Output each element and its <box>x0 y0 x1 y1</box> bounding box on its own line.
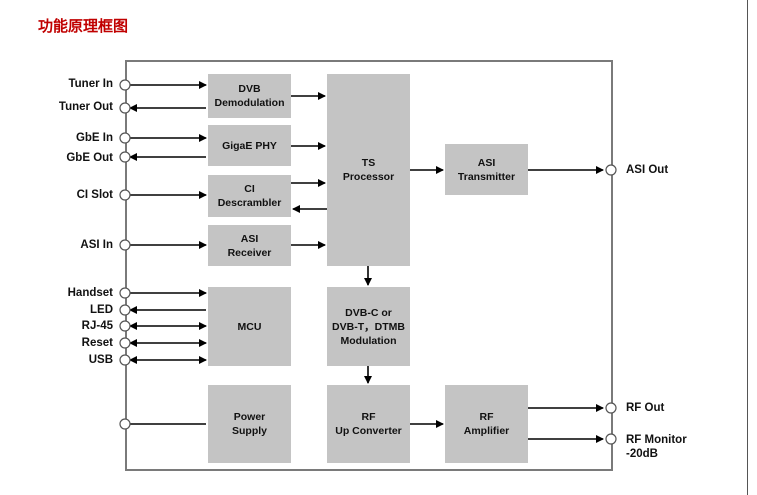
port-label-asi-in: ASI In <box>80 239 113 251</box>
ci-descrambler-block: CI Descrambler <box>208 175 291 217</box>
port-label-gbe-out: GbE Out <box>66 152 113 164</box>
port-label-tuner-in: Tuner In <box>68 78 113 90</box>
asi-transmitter-block: ASI Transmitter <box>445 144 528 195</box>
dvb-demodulation-block: DVB Demodulation <box>208 74 291 118</box>
port-circle-tuner-out <box>119 102 131 114</box>
port-circle-reset <box>119 337 131 349</box>
port-label-rf-out: RF Out <box>626 402 665 414</box>
mcu-block: MCU <box>208 287 291 366</box>
page-edge-line <box>747 0 748 495</box>
gigae-phy-block: GigaE PHY <box>208 125 291 166</box>
port-circle-rj45 <box>119 320 131 332</box>
ts-processor-block: TS Processor <box>327 74 410 266</box>
port-circle-rf-monitor <box>605 433 617 445</box>
power-supply-block: Power Supply <box>208 385 291 463</box>
port-label-led: LED <box>90 304 113 316</box>
port-label-asi-out: ASI Out <box>626 164 669 176</box>
port-label-usb: USB <box>88 354 113 366</box>
asi-receiver-block: ASI Receiver <box>208 225 291 266</box>
port-label-ci-slot: CI Slot <box>76 189 113 201</box>
port-circle-led <box>119 304 131 316</box>
port-label-handset: Handset <box>67 287 113 299</box>
port-label-rf-monitor: RF Monitor -20dB <box>626 434 687 460</box>
port-circle-asi-out <box>605 164 617 176</box>
rf-up-converter-block: RF Up Converter <box>327 385 410 463</box>
port-circle-ci-slot <box>119 189 131 201</box>
port-circle-gbe-out <box>119 151 131 163</box>
port-circle-power <box>119 418 131 430</box>
port-circle-tuner-in <box>119 79 131 91</box>
device-frame <box>125 60 613 471</box>
port-label-gbe-in: GbE In <box>75 132 113 144</box>
port-circle-gbe-in <box>119 132 131 144</box>
port-circle-usb <box>119 354 131 366</box>
port-circle-asi-in <box>119 239 131 251</box>
diagram-title: 功能原理框图 <box>38 17 129 35</box>
port-label-reset: Reset <box>81 337 113 349</box>
port-label-tuner-out: Tuner Out <box>58 101 113 113</box>
port-circle-handset <box>119 287 131 299</box>
rf-amplifier-block: RF Amplifier <box>445 385 528 463</box>
port-circle-rf-out <box>605 402 617 414</box>
port-label-rj45: RJ-45 <box>81 320 113 332</box>
modulation-block: DVB-C or DVB-T，DTMB Modulation <box>327 287 410 366</box>
